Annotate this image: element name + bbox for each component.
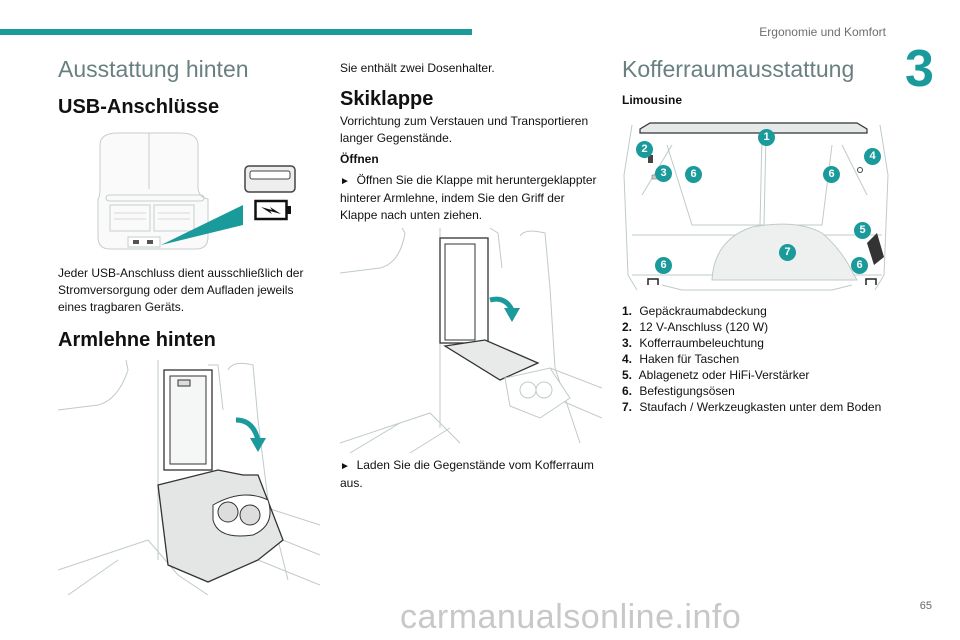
legend-item: 2. 12 V-Anschluss (120 W) (622, 319, 890, 335)
cupholder-text: Sie enthält zwei Dosenhalter. (340, 61, 495, 75)
callout-3: 3 (655, 165, 672, 182)
bullet-arrow-icon: ► (340, 461, 350, 472)
legend-item: 3. Kofferraumbeleuchtung (622, 335, 890, 351)
heading-ski-hatch: Skiklappe (340, 88, 434, 110)
load-step-text: Laden Sie die Gegenstände vom Kofferraum… (340, 458, 594, 490)
load-step: ► Laden Sie die Gegenstände vom Kofferra… (340, 457, 602, 492)
header-accent-bar (0, 29, 472, 35)
legend-text: 12 V-Anschluss (120 W) (639, 320, 769, 334)
legend-text: Ablagenetz oder HiFi-Verstärker (638, 368, 810, 382)
legend-number: 1. (622, 304, 633, 318)
subheading-sedan: Limousine (622, 93, 683, 107)
heading-armrest: Armlehne hinten (58, 329, 216, 351)
legend-text: Befestigungsösen (639, 384, 735, 398)
heading-usb: USB-Anschlüsse (58, 96, 220, 118)
callout-6: 6 (655, 257, 672, 274)
legend-number: 4. (622, 352, 633, 366)
callout-6: 6 (685, 166, 702, 183)
callout-6: 6 (851, 257, 868, 274)
column-ski-hatch: Sie enthält zwei Dosenhalter. Skiklappe … (340, 55, 602, 492)
section-title-trunk: Kofferraumausstattung (622, 56, 855, 82)
usb-description: Jeder USB-Anschluss dient ausschließlich… (58, 266, 304, 314)
callout-1: 1 (758, 129, 775, 146)
ski-hatch-description: Vorrichtung zum Verstauen und Transporti… (340, 114, 589, 145)
callout-4: 4 (864, 148, 881, 165)
legend-item: 4. Haken für Taschen (622, 351, 890, 367)
armrest-illustration (58, 360, 320, 595)
chapter-title: Ergonomie und Komfort (759, 25, 886, 39)
open-step-text: Öffnen Sie die Klappe mit heruntergeklap… (340, 173, 597, 222)
callout-7: 7 (779, 244, 796, 261)
bullet-arrow-icon: ► (340, 176, 350, 187)
open-step: ► Öffnen Sie die Klappe mit heruntergekl… (340, 172, 602, 224)
chapter-number: 3 (905, 40, 934, 98)
watermark: carmanualsonline.info (400, 598, 742, 636)
legend-text: Haken für Taschen (639, 352, 740, 366)
legend-item: 1. Gepäckraumabdeckung (622, 303, 890, 319)
column-rear-equipment: Ausstattung hinten USB-Anschlüsse Jeder … (58, 55, 320, 595)
legend-number: 5. (622, 368, 633, 382)
callout-5: 5 (854, 222, 871, 239)
legend-text: Kofferraumbeleuchtung (639, 336, 764, 350)
usb-port-icon (244, 165, 296, 193)
legend-item: 6. Befestigungsösen (622, 383, 890, 399)
ski-hatch-illustration (340, 228, 602, 453)
callout-6: 6 (823, 166, 840, 183)
battery-charging-icon (254, 199, 292, 221)
legend-number: 2. (622, 320, 633, 334)
callout-2: 2 (636, 141, 653, 158)
legend-number: 6. (622, 384, 633, 398)
section-title-rear-equipment: Ausstattung hinten (58, 56, 249, 82)
legend-number: 7. (622, 400, 633, 414)
legend-item: 5. Ablagenetz oder HiFi-Verstärker (622, 367, 890, 383)
legend-text: Gepäckraumabdeckung (639, 304, 767, 318)
legend-text: Staufach / Werkzeugkasten unter dem Bode… (639, 400, 882, 414)
page-number: 65 (919, 600, 932, 612)
legend-number: 3. (622, 336, 633, 350)
heading-open: Öffnen (340, 152, 379, 166)
usb-illustration (58, 127, 320, 252)
legend-item: 7. Staufach / Werkzeugkasten unter dem B… (622, 399, 890, 415)
